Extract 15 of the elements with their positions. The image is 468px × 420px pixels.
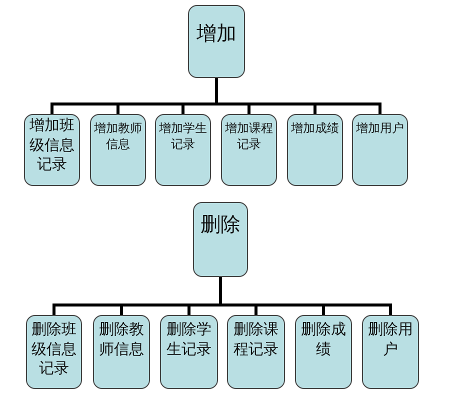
- rounded-box: 删除成绩: [295, 315, 352, 389]
- rounded-box: 删除班级信息记录: [26, 315, 82, 389]
- rounded-box: 删除学生记录: [160, 315, 218, 389]
- rounded-box: 增加成绩: [287, 114, 343, 186]
- rounded-box: 删除: [193, 202, 248, 277]
- rounded-box: 增加教师信息: [90, 114, 146, 186]
- rounded-box: 增加: [188, 5, 245, 78]
- connector-line: [215, 78, 382, 114]
- rounded-box: 增加班级信息记录: [24, 114, 80, 186]
- rounded-box: 删除用户: [362, 315, 419, 389]
- rounded-box: 删除课程记录: [227, 315, 285, 389]
- rounded-box: 增加课程记录: [221, 114, 277, 186]
- rounded-box: 增加用户: [352, 114, 408, 186]
- rounded-box: 增加学生记录: [155, 114, 211, 186]
- rounded-box: 删除教师信息: [93, 315, 150, 389]
